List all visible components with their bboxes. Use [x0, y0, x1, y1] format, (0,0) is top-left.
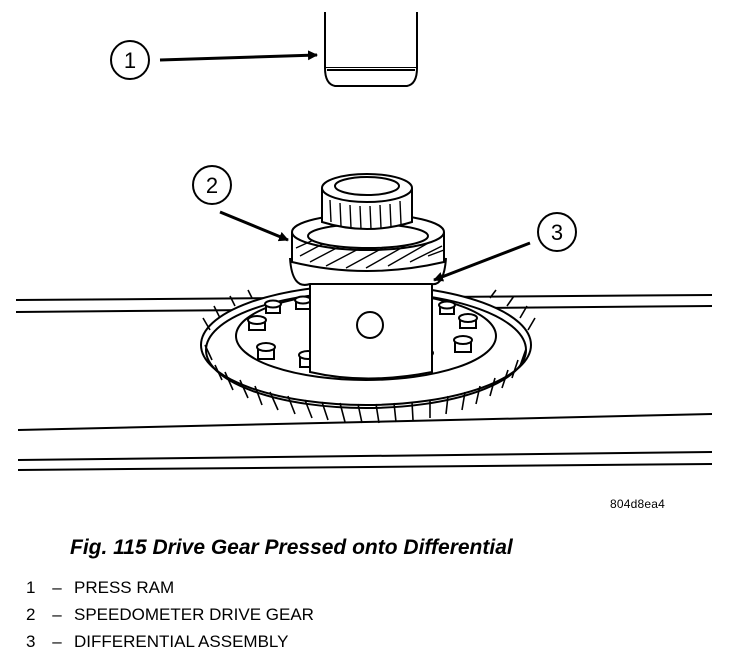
legend-number: 2: [26, 605, 36, 624]
legend-label: PRESS RAM: [74, 578, 175, 597]
svg-text:1: 1: [124, 48, 136, 73]
callout-1: 1: [110, 40, 150, 80]
press-ram: [324, 12, 418, 87]
legend-separator: –: [52, 632, 62, 651]
legend-separator: –: [52, 578, 62, 597]
legend-list: 1–PRESS RAM 2–SPEEDOMETER DRIVE GEAR 3–D…: [26, 578, 314, 659]
legend-number: 1: [26, 578, 36, 597]
legend-item: 2–SPEEDOMETER DRIVE GEAR: [26, 605, 314, 632]
legend-separator: –: [52, 605, 62, 624]
callout-2: 2: [192, 165, 232, 205]
legend-number: 3: [26, 632, 36, 651]
diagram-illustration: 1 2 3: [15, 12, 713, 471]
legend-label: DIFFERENTIAL ASSEMBLY: [74, 632, 289, 651]
svg-text:3: 3: [551, 220, 563, 245]
callout-3: 3: [537, 212, 577, 252]
svg-text:2: 2: [206, 173, 218, 198]
side-bearing: [321, 173, 413, 230]
differential-case: [289, 257, 447, 380]
legend-item: 3–DIFFERENTIAL ASSEMBLY: [26, 632, 314, 659]
figure-id: 804d8ea4: [610, 497, 665, 511]
callout-1-arrow: [159, 50, 318, 62]
press-table: [15, 294, 713, 471]
legend-label: SPEEDOMETER DRIVE GEAR: [74, 605, 314, 624]
figure-caption: Fig. 115 Drive Gear Pressed onto Differe…: [70, 536, 513, 559]
callout-3-arrow: [433, 241, 531, 282]
callout-2-arrow: [219, 210, 289, 242]
legend-item: 1–PRESS RAM: [26, 578, 314, 605]
